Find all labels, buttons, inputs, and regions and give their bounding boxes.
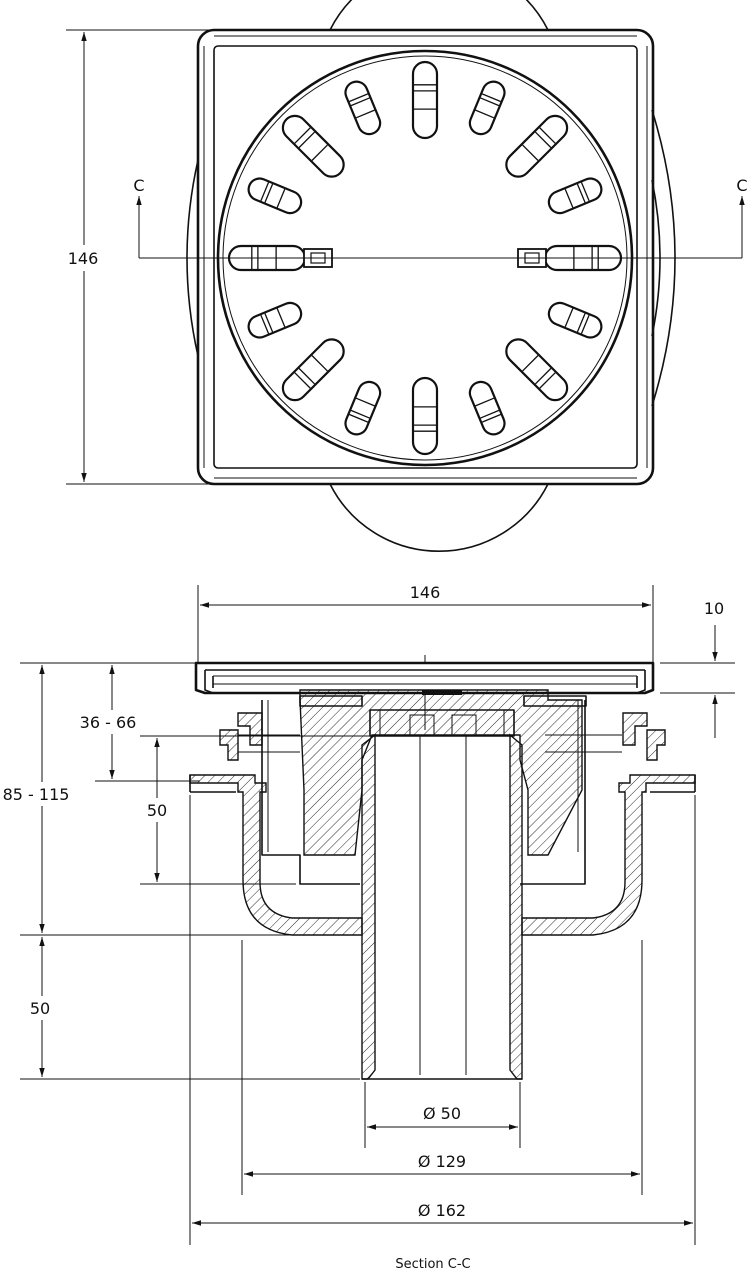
outlet-pipe-left-wall (361, 733, 376, 1080)
outlet-pipe-right-wall (509, 733, 523, 1080)
grate-slot (411, 60, 439, 140)
grate-slots (227, 60, 623, 456)
trap-bell (299, 689, 583, 856)
dim-inner-depth-label: 50 (147, 801, 167, 820)
top-view: C C 146 (60, 0, 748, 552)
section-marker-left: C (133, 176, 144, 195)
dim-d50-label: Ø 50 (423, 1104, 461, 1123)
dim-d162-label: Ø 162 (418, 1201, 466, 1220)
grate-slot (547, 301, 603, 339)
square-frame-outer (196, 28, 655, 486)
bell-slot-right (523, 695, 587, 707)
grate-slot (344, 380, 382, 436)
grate-slot (247, 301, 303, 339)
grate-slot (505, 338, 569, 402)
grate-slot (281, 114, 345, 178)
dim-total-height-label: 85 - 115 (3, 785, 70, 804)
clamp-ring-right (622, 712, 666, 761)
grate-slot (247, 177, 303, 215)
inner-cup-left (261, 700, 360, 885)
grate-slot (344, 80, 382, 136)
grate-slot (468, 80, 506, 136)
grate-slot (468, 380, 506, 436)
bell-slot-left (299, 695, 363, 707)
dim-height-label: 146 (68, 249, 99, 268)
insert-top (369, 709, 515, 737)
grate-slot (411, 376, 439, 456)
grate-slot (505, 114, 569, 178)
square-frame-inner (213, 45, 638, 469)
dim-frame-label: 10 (704, 599, 724, 618)
frame-lip-left (204, 670, 214, 694)
grate-slot (281, 338, 345, 402)
dim-adjust-label: 36 - 66 (80, 713, 137, 732)
section-caption: Section C-C (395, 1257, 470, 1272)
section-marker-right: C (736, 176, 747, 195)
dim-width-label: 146 (410, 583, 441, 602)
grate-slot (547, 177, 603, 215)
dim-outlet-length-label: 50 (30, 999, 50, 1018)
body-outer-arc-bottom (329, 483, 549, 552)
frame-top (194, 661, 655, 695)
dim-d129-label: Ø 129 (418, 1152, 466, 1171)
section-view: 146 10 85 - 115 36 - 66 50 50 (0, 583, 735, 1272)
frame-lip-right (636, 670, 646, 694)
body-outer-arc-top (329, 0, 549, 31)
inner-cup-right (520, 700, 586, 885)
